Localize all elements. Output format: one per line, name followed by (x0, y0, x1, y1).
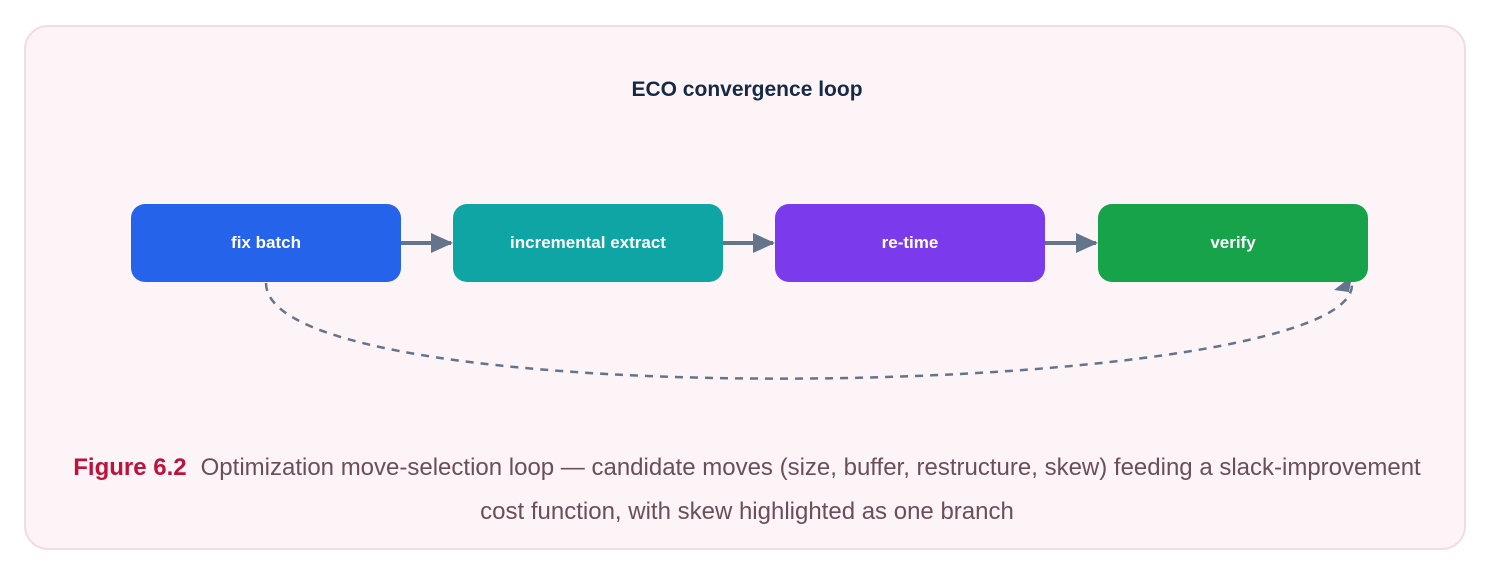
node-fix-batch: fix batch (131, 204, 401, 282)
node-incremental-extract-label: incremental extract (510, 233, 666, 252)
node-verify: verify (1098, 204, 1368, 282)
node-fix-batch-label: fix batch (231, 233, 301, 252)
node-verify-label: verify (1210, 233, 1256, 252)
node-incremental-extract: incremental extract (453, 204, 723, 282)
node-re-time: re-time (775, 204, 1045, 282)
figure-caption-text: Optimization move-selection loop — candi… (200, 454, 1421, 525)
figure-caption-label: Figure 6.2 (73, 454, 187, 481)
diagram-title: ECO convergence loop (631, 78, 863, 101)
figure-caption: Figure 6.2 Optimization move-selection lo… (50, 446, 1444, 534)
node-re-time-label: re-time (881, 233, 939, 252)
